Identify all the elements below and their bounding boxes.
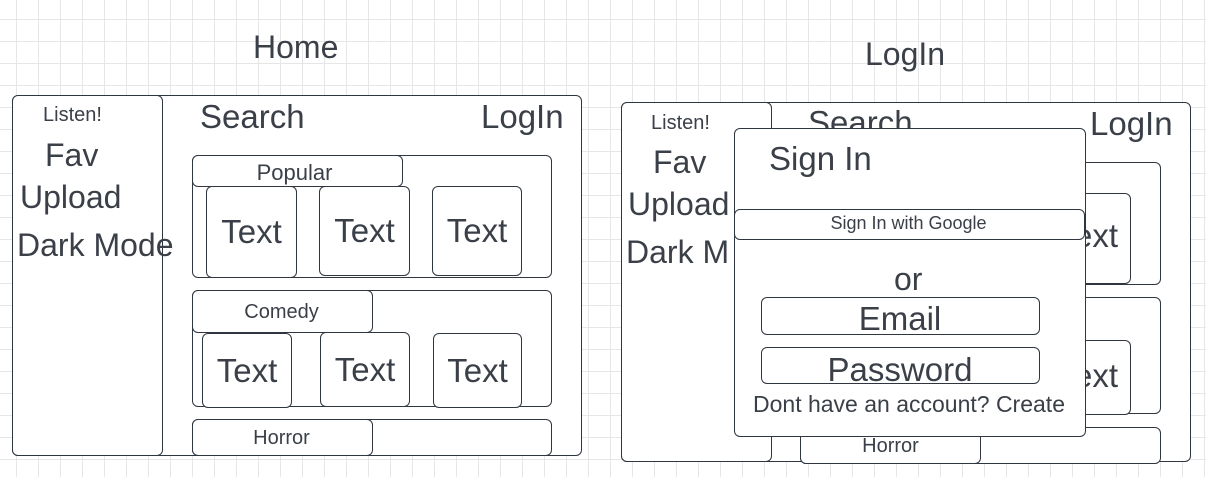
email-field[interactable]: Email — [761, 297, 1040, 335]
login-bg-login-link: LogIn — [1090, 105, 1173, 142]
home-sidebar — [12, 95, 163, 456]
home-sidebar-item-upload[interactable]: Upload — [20, 179, 122, 215]
login-bg-brand-logo: Listen! — [651, 112, 710, 134]
section-comedy-header: Comedy — [192, 290, 373, 333]
home-brand-logo: Listen! — [43, 104, 102, 126]
home-page-title: Home — [253, 29, 339, 65]
password-field[interactable]: Password — [761, 347, 1040, 388]
comedy-card[interactable]: Text — [320, 332, 410, 407]
sign-in-modal — [734, 128, 1086, 437]
home-login-link[interactable]: LogIn — [481, 98, 564, 135]
section-popular-title: Popular — [256, 160, 333, 185]
login-bg-horror-title: Horror — [862, 434, 919, 457]
sign-in-google-button[interactable]: Sign In with Google — [734, 209, 1085, 240]
popular-card[interactable]: Text — [432, 186, 522, 276]
sign-in-google-label: Sign In with Google — [830, 212, 987, 233]
section-horror-header: Horror — [192, 419, 373, 456]
comedy-card[interactable]: Text — [202, 333, 292, 408]
email-field-label: Email — [858, 300, 942, 337]
section-horror-title: Horror — [253, 426, 310, 449]
create-account-prompt[interactable]: Dont have an account? Create — [753, 391, 1065, 417]
comedy-card[interactable]: Text — [433, 333, 522, 408]
login-bg-sidebar-item-dark-mode: Dark M — [626, 234, 730, 270]
home-sidebar-item-dark-mode[interactable]: Dark Mode — [17, 227, 174, 263]
login-bg-sidebar-item-fav: Fav — [653, 144, 707, 180]
section-comedy-title: Comedy — [244, 300, 319, 323]
home-search-label[interactable]: Search — [200, 98, 305, 135]
sign-in-or-divider: or — [894, 261, 923, 297]
login-page-title: LogIn — [865, 36, 946, 72]
popular-card[interactable]: Text — [319, 186, 410, 276]
sign-in-title: Sign In — [769, 140, 872, 177]
popular-card[interactable]: Text — [206, 186, 297, 278]
home-sidebar-item-fav[interactable]: Fav — [45, 137, 99, 173]
password-field-label: Password — [827, 351, 973, 388]
login-bg-sidebar-item-upload: Upload — [628, 186, 730, 222]
section-popular-header: Popular — [192, 155, 403, 187]
